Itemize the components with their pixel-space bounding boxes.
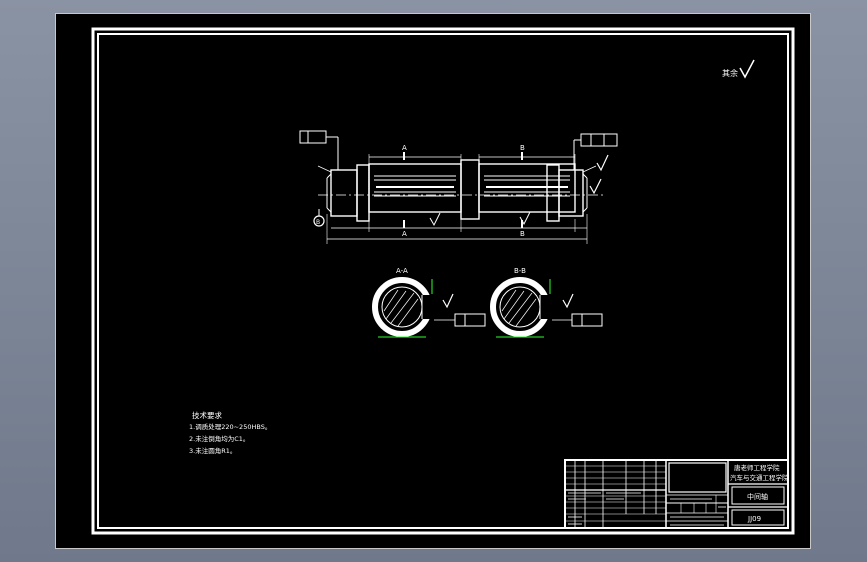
right-journal <box>558 169 584 217</box>
section-mark-a-top: A <box>402 144 407 152</box>
shaft-main-view <box>299 130 618 244</box>
outer-border <box>91 27 795 535</box>
title-block <box>564 459 789 529</box>
roughness-symbol-icon-right <box>596 154 609 172</box>
title-school: 唐老师工程学院 <box>734 463 780 472</box>
roughness-symbol-icon-b <box>562 293 574 309</box>
tolerance-frame-a <box>454 313 486 327</box>
left-journal <box>330 169 358 217</box>
roughness-symbol-icon-mid <box>429 212 441 227</box>
right-spline-body <box>478 163 576 213</box>
roughness-symbol-icon-mid-2 <box>519 211 531 226</box>
inner-border <box>97 33 789 529</box>
tech-req-item-3: 3.未注圆角R1。 <box>189 446 236 455</box>
roughness-symbol-icon <box>739 59 755 79</box>
section-mark-b-top: B <box>520 144 525 152</box>
roughness-symbol-icon-right-2 <box>589 178 602 195</box>
section-title-b: B-B <box>514 267 526 275</box>
roughness-note-text: 其余 <box>722 68 738 78</box>
section-view-b: B-B <box>490 267 603 338</box>
section-mark-b-bottom: B <box>520 230 525 238</box>
left-shoulder <box>356 164 370 222</box>
technical-requirements: 技术要求 1.调质处理220~250HBS。 2.未注倒角均为C1。 3.未注圆… <box>189 410 271 455</box>
roughness-symbol-icon-a <box>442 293 454 309</box>
tech-req-heading: 技术要求 <box>192 410 222 420</box>
tolerance-frame-left <box>299 130 327 144</box>
section-title-a: A-A <box>396 267 408 275</box>
section-mark-a-bottom: A <box>402 230 407 238</box>
tolerance-frame-right <box>580 133 618 147</box>
center-collar <box>460 159 480 220</box>
tolerance-frame-b <box>571 313 603 327</box>
section-view-a: A-A <box>372 267 486 338</box>
roughness-note: 其余 <box>722 59 755 79</box>
tech-req-item-1: 1.调质处理220~250HBS。 <box>189 422 271 431</box>
title-part-name: 中间轴 <box>747 492 768 501</box>
title-drawing-no: JJ09 <box>747 515 761 523</box>
title-department: 汽车与交通工程学院 <box>730 473 789 482</box>
tech-req-item-2: 2.未注倒角均为C1。 <box>189 434 249 443</box>
cad-drawing: 其余 <box>91 27 795 535</box>
datum-letter: B <box>316 219 320 226</box>
cad-viewport[interactable]: 其余 <box>55 13 811 549</box>
